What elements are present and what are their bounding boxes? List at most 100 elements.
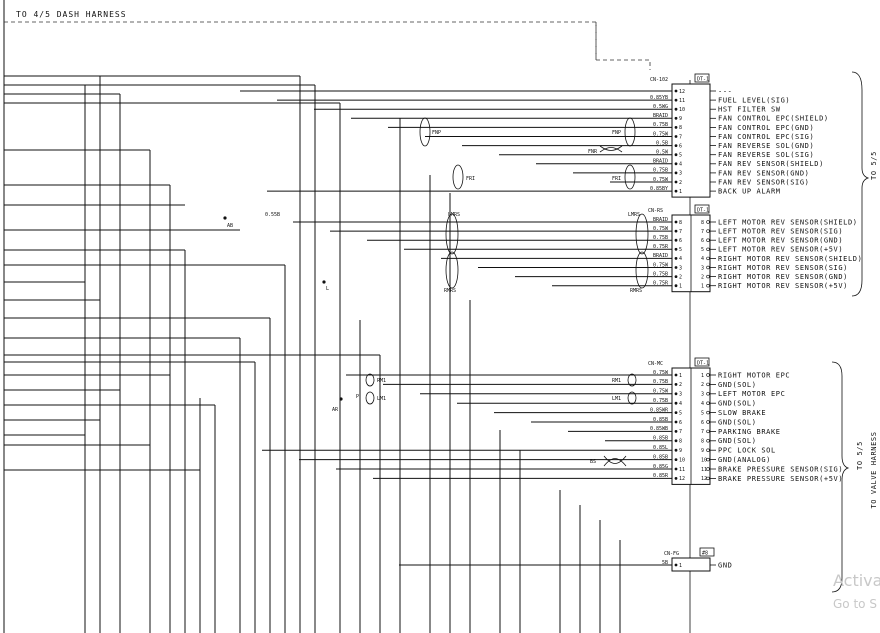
pin-dot — [674, 257, 678, 260]
junction-dot-ar — [339, 397, 343, 401]
pin-socket — [706, 247, 710, 252]
pin-number: 6 — [679, 420, 682, 426]
pin-number: 7 — [679, 229, 682, 235]
pin-number: 3 — [679, 265, 682, 271]
pin-socket — [706, 373, 710, 377]
wire-spec: 0.5B — [656, 140, 668, 146]
pin-socket — [706, 256, 710, 261]
pin-socket — [706, 457, 710, 462]
pin-number-right: 11 — [701, 467, 707, 473]
wire-spec: 0.75B — [653, 398, 668, 404]
pin-dot — [674, 107, 678, 111]
pin-dot — [674, 275, 678, 278]
shield-oval — [624, 164, 636, 190]
pin-dot — [674, 98, 678, 102]
connector-tag-box — [694, 357, 710, 367]
pin-label: LEFT MOTOR EPC — [718, 390, 785, 398]
pin-socket — [706, 439, 710, 443]
pin-number: 7 — [679, 134, 682, 140]
wire-spec: BRAID — [653, 159, 668, 165]
pin-number-right: 6 — [701, 420, 704, 426]
wire-spec: 0.75R — [653, 281, 669, 287]
junction-ar: AR — [332, 407, 339, 413]
pin-label: RIGHT MOTOR REV SENSOR(+5V) — [718, 282, 848, 290]
wire-spec: 0.85B — [653, 436, 668, 442]
pin-dot — [674, 411, 678, 414]
pin-number-right: 4 — [701, 401, 704, 407]
pin-label: FAN REV SENSOR(GND) — [718, 169, 809, 177]
pin-dot — [674, 383, 678, 386]
pin-dot — [674, 116, 678, 120]
pin-number-right: 1 — [701, 284, 704, 290]
pin-dot — [674, 420, 678, 424]
wire-spec: 0.5WG — [653, 104, 668, 110]
pin-label: FAN REVERSE SOL(SIG) — [718, 151, 814, 159]
wire-spec: 0.85B — [653, 454, 668, 460]
pin-socket — [706, 420, 710, 424]
pin-dot — [674, 144, 678, 148]
pin-dot — [674, 247, 678, 251]
pin-label: GND(SOL) — [718, 418, 757, 426]
pin-label: LEFT MOTOR REV SENSOR(SHIELD) — [718, 218, 858, 226]
watermark-line2: Go to S — [833, 597, 877, 611]
pin-label: --- — [718, 87, 732, 95]
pin-number: 1 — [679, 373, 682, 379]
connector-body — [671, 83, 711, 198]
twisted-pair — [603, 455, 627, 467]
connector-tag-box — [699, 547, 715, 557]
wire-spec: 0.85BY — [650, 186, 668, 192]
connector-name: CN-FG — [664, 551, 679, 557]
connector-body — [671, 557, 711, 572]
pin-number: 5 — [679, 410, 682, 416]
pin-dot — [674, 392, 678, 396]
wire-spec: 0.75W — [653, 177, 669, 183]
pin-number: 2 — [679, 382, 682, 388]
wire-spec: 0.75B — [653, 379, 668, 385]
wire-spec: BRAID — [653, 253, 668, 259]
shield-tag: RMRS — [444, 288, 456, 294]
pin-dot — [674, 373, 678, 377]
pin-number: 8 — [679, 220, 682, 226]
pin-number: 2 — [679, 180, 682, 186]
pin-dot — [674, 477, 678, 480]
pin-label: GND — [718, 561, 732, 569]
pin-number: 11 — [679, 98, 685, 104]
connector-tag: DT-1 — [697, 361, 709, 367]
pin-dot — [674, 284, 678, 288]
group-label-mid-2: TO VALVE HARNESS — [870, 431, 878, 508]
wire-bundle — [4, 75, 672, 633]
shield-tag: LM1 — [377, 396, 386, 402]
pin-number: 5 — [679, 153, 682, 159]
connector-tag: #8 — [702, 551, 708, 557]
pin-dot — [674, 238, 678, 242]
pin-socket — [706, 476, 710, 481]
pin-socket — [706, 265, 710, 270]
wire-spec: 0.85B — [653, 417, 668, 423]
pin-number-right: 2 — [701, 274, 704, 280]
pin-label: FAN CONTROL EPC(SIG) — [718, 133, 814, 141]
pin-socket — [706, 429, 710, 434]
pin-number: 12 — [679, 89, 685, 95]
connector-tag: DT-1 — [697, 208, 709, 214]
wire-spec: 0.75W — [653, 262, 669, 268]
wire-spec: 0.85G — [653, 464, 668, 470]
pin-label: PARKING BRAKE — [718, 428, 781, 436]
pin-label: PPC LOCK SOL — [718, 447, 776, 455]
connector-name: CN-RS — [648, 208, 663, 214]
shield-tag: FNP — [612, 130, 621, 136]
pin-number: 2 — [679, 274, 682, 280]
pin-label: LEFT MOTOR REV SENSOR(SIG) — [718, 228, 843, 236]
pin-label: BACK UP ALARM — [718, 188, 781, 196]
pin-number-right: 1 — [701, 373, 704, 379]
pin-number-right: 7 — [701, 229, 704, 235]
pin-label: GND(SOL) — [718, 437, 757, 445]
pin-label: RIGHT MOTOR REV SENSOR(SHIELD) — [718, 255, 862, 263]
pin-socket — [706, 448, 710, 452]
wire-spec: BRAID — [653, 217, 668, 223]
connector-tag-box — [694, 204, 710, 214]
pin-dot — [674, 458, 678, 461]
pin-number: 10 — [679, 107, 685, 113]
pin-dot — [674, 135, 678, 138]
